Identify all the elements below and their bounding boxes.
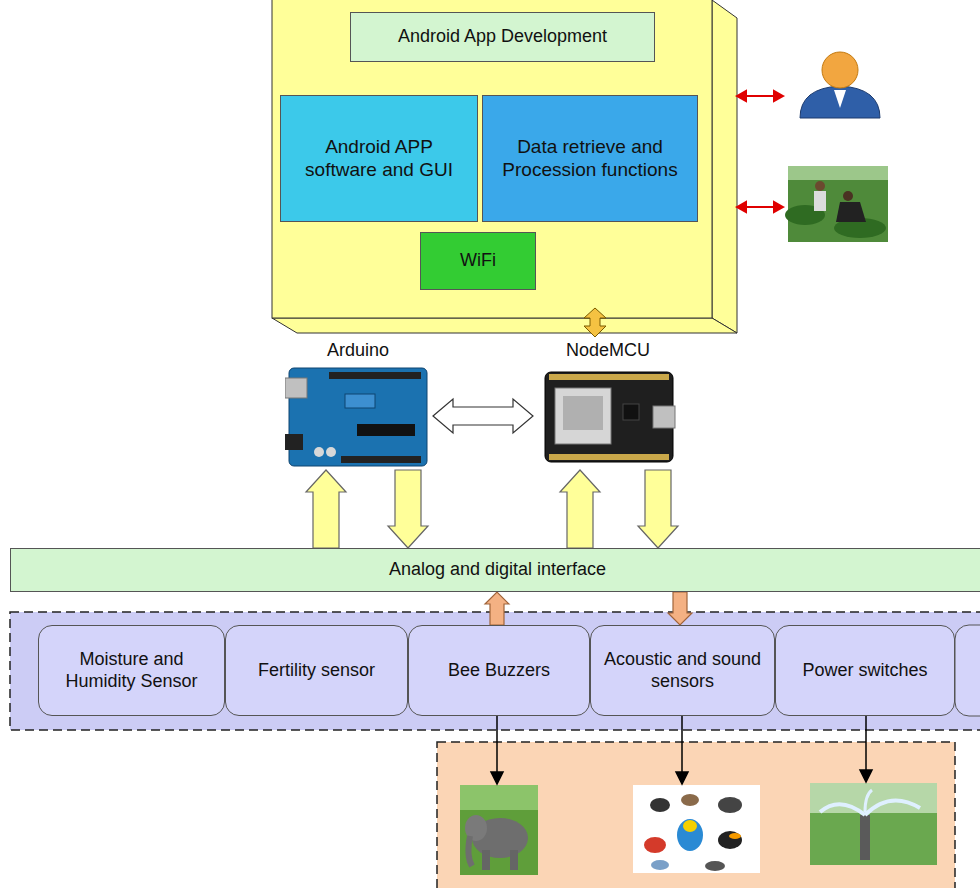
block-arrow xyxy=(433,399,533,433)
user-arrows xyxy=(737,91,783,212)
node-label: Android APP software and GUI xyxy=(289,136,469,182)
process-box: Data retrieve and Procession functions xyxy=(482,95,698,222)
process-box: Bee Buzzers xyxy=(408,625,590,716)
process-box: Moisture and Humidity Sensor xyxy=(38,625,225,716)
block-arrow xyxy=(668,592,692,625)
nodemcu-board xyxy=(535,364,681,470)
node-label: Acoustic and sound sensors xyxy=(599,649,766,692)
block-arrow xyxy=(638,470,678,548)
board-node: Arduino xyxy=(283,336,433,470)
block-arrow xyxy=(388,470,428,548)
process-box: Acoustic and sound sensors xyxy=(590,625,775,716)
housing-front xyxy=(272,0,712,318)
node-label: Bee Buzzers xyxy=(448,660,550,682)
birds-picture xyxy=(633,785,760,873)
output-panel xyxy=(437,742,955,888)
node-label: Moisture and Humidity Sensor xyxy=(47,649,216,692)
node-label: NodeMCU xyxy=(566,340,650,362)
wifi-link-arrow xyxy=(584,308,606,337)
block-arrow xyxy=(485,592,509,625)
node-label: Fertility sensor xyxy=(258,660,375,682)
board-node: NodeMCU xyxy=(533,336,683,470)
arduino-board xyxy=(285,364,431,470)
process-box: Fertility sensor xyxy=(225,625,408,716)
sprinkler-photo xyxy=(810,783,937,865)
sensor-panel xyxy=(10,612,980,730)
block-arrow xyxy=(306,470,346,548)
output-arrows xyxy=(491,716,872,784)
node-label: Analog and digital interface xyxy=(389,559,606,581)
node-label: Android App Development xyxy=(398,26,607,48)
partial-sensor-box xyxy=(955,625,980,716)
process-box: Android APP software and GUI xyxy=(280,95,478,222)
node-label: WiFi xyxy=(460,250,496,272)
node-label: Power switches xyxy=(802,660,927,682)
process-box: WiFi xyxy=(420,232,536,290)
housing-side xyxy=(712,0,737,333)
user-icon xyxy=(800,52,880,118)
block-arrow xyxy=(560,470,600,548)
farmer-photo xyxy=(785,166,888,242)
node-label: Data retrieve and Procession functions xyxy=(491,136,689,182)
process-box: Power switches xyxy=(775,625,955,716)
process-box: Android App Development xyxy=(350,12,655,62)
elephant-photo xyxy=(460,785,538,875)
process-box: Analog and digital interface xyxy=(10,548,980,592)
housing-bottom xyxy=(272,318,737,333)
node-label: Arduino xyxy=(327,340,389,362)
